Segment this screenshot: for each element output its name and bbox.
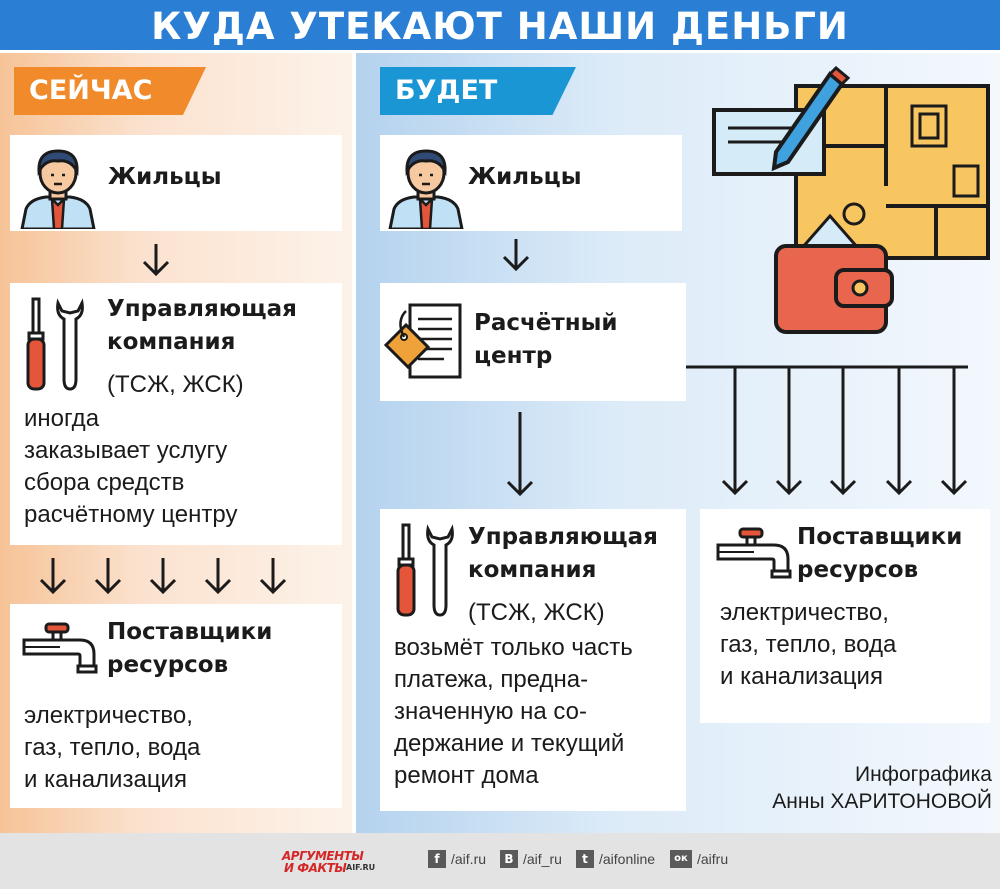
left-residents-box: Жильцы: [10, 135, 342, 231]
person-icon: [388, 149, 464, 229]
right-supp-title-2: ресурсов: [797, 557, 919, 583]
odnoklassniki-icon: ок: [670, 850, 692, 868]
logo-line-2: И ФАКТЫ: [284, 861, 347, 875]
left-mgmt-title-2: компания: [107, 329, 236, 355]
facebook-icon: f: [428, 850, 446, 868]
social-twitter-link[interactable]: t /aifonline: [576, 849, 655, 869]
right-mgmt-box: Управляющая компания (ТСЖ, ЖСК) возьмёт …: [380, 509, 686, 811]
faucet-icon: [716, 527, 792, 579]
left-supp-text-1: газ, тепло, вода: [24, 734, 201, 761]
left-mgmt-text-2: сбора средств: [24, 469, 185, 496]
arrow-down-icon: [39, 558, 67, 595]
right-mgmt-sub: (ТСЖ, ЖСК): [468, 599, 605, 626]
left-supp-text-0: электричество,: [24, 702, 193, 729]
left-supp-title-1: Поставщики: [107, 619, 273, 645]
calc-title-2: центр: [474, 343, 553, 369]
social-handle: /aif_ru: [523, 851, 562, 867]
right-mgmt-title-1: Управляющая: [468, 524, 658, 550]
right-mgmt-text-0: возьмёт только часть: [394, 634, 633, 661]
credit-line-2: Анны ХАРИТОНОВОЙ: [772, 790, 992, 813]
left-residents-label: Жильцы: [108, 164, 222, 190]
aif-logo[interactable]: АРГУМЕНТЫ И ФАКТЫ AIF.RU: [282, 849, 392, 875]
left-mgmt-text-0: иногда: [24, 405, 100, 432]
left-mgmt-text-3: расчётному центру: [24, 501, 238, 528]
social-handle: /aifru: [697, 851, 729, 867]
right-supp-text-2: и канализация: [720, 663, 883, 690]
right-supp-text-1: газ, тепло, вода: [720, 631, 897, 658]
logo-line-1: АРГУМЕНТЫ: [282, 849, 364, 863]
social-facebook-link[interactable]: f /aif.ru: [428, 849, 486, 869]
arrow-down-icon: [149, 558, 177, 595]
branch-connector: [686, 365, 968, 495]
arrow-down-icon: [506, 412, 534, 497]
now-tag: СЕЙЧАС: [14, 67, 206, 115]
right-suppliers-box: Поставщики ресурсов электричество, газ, …: [700, 509, 990, 723]
right-residents-label: Жильцы: [468, 164, 582, 190]
right-mgmt-text-4: ремонт дома: [394, 762, 539, 789]
documents-icon: [383, 303, 462, 379]
header-banner: КУДА УТЕКАЮТ НАШИ ДЕНЬГИ: [0, 0, 1000, 53]
logo-site: AIF.RU: [346, 863, 376, 872]
page-title: КУДА УТЕКАЮТ НАШИ ДЕНЬГИ: [151, 5, 849, 48]
future-tag: БУДЕТ: [380, 67, 576, 115]
calc-title-1: Расчётный: [474, 310, 618, 336]
arrow-down-icon: [204, 558, 232, 595]
right-mgmt-title-2: компания: [468, 557, 597, 583]
right-mgmt-text-3: держание и текущий: [394, 730, 625, 757]
right-mgmt-text-1: платежа, предна-: [394, 666, 589, 693]
left-mgmt-sub: (ТСЖ, ЖСК): [107, 371, 244, 398]
calc-center-box: Расчётный центр: [380, 283, 686, 401]
arrow-down-icon: [502, 239, 530, 272]
left-mgmt-title-1: Управляющая: [107, 296, 297, 322]
social-handle: /aifonline: [599, 851, 656, 867]
right-supp-text-0: электричество,: [720, 599, 889, 626]
left-mgmt-box: Управляющая компания (ТСЖ, ЖСК) иногда з…: [10, 283, 342, 545]
arrow-down-icon: [94, 558, 122, 595]
twitter-icon: t: [576, 850, 594, 868]
left-suppliers-box: Поставщики ресурсов электричество, газ, …: [10, 604, 342, 808]
floor-plan-wallet-illustration: [712, 66, 990, 334]
social-vk-link[interactable]: В /aif_ru: [500, 849, 562, 869]
left-mgmt-text-1: заказывает услугу: [24, 437, 228, 464]
person-icon: [20, 149, 96, 229]
tools-icon: [26, 297, 84, 391]
right-supp-title-1: Поставщики: [797, 524, 963, 550]
right-residents-box: Жильцы: [380, 135, 682, 231]
left-supp-title-2: ресурсов: [107, 652, 229, 678]
infographic-credit: Инфографика Анны ХАРИТОНОВОЙ: [700, 761, 992, 815]
credit-line-1: Инфографика: [854, 763, 992, 786]
tools-icon: [396, 523, 454, 617]
panel-divider: [352, 53, 356, 833]
left-supp-text-2: и канализация: [24, 766, 187, 793]
faucet-icon: [22, 622, 98, 674]
arrow-down-icon: [259, 558, 287, 595]
vk-icon: В: [500, 850, 518, 868]
social-handle: /aif.ru: [451, 851, 487, 867]
social-ok-link[interactable]: ок /aifru: [670, 849, 728, 869]
arrow-down-icon: [142, 244, 170, 277]
right-mgmt-text-2: значенную на со-: [394, 698, 587, 725]
